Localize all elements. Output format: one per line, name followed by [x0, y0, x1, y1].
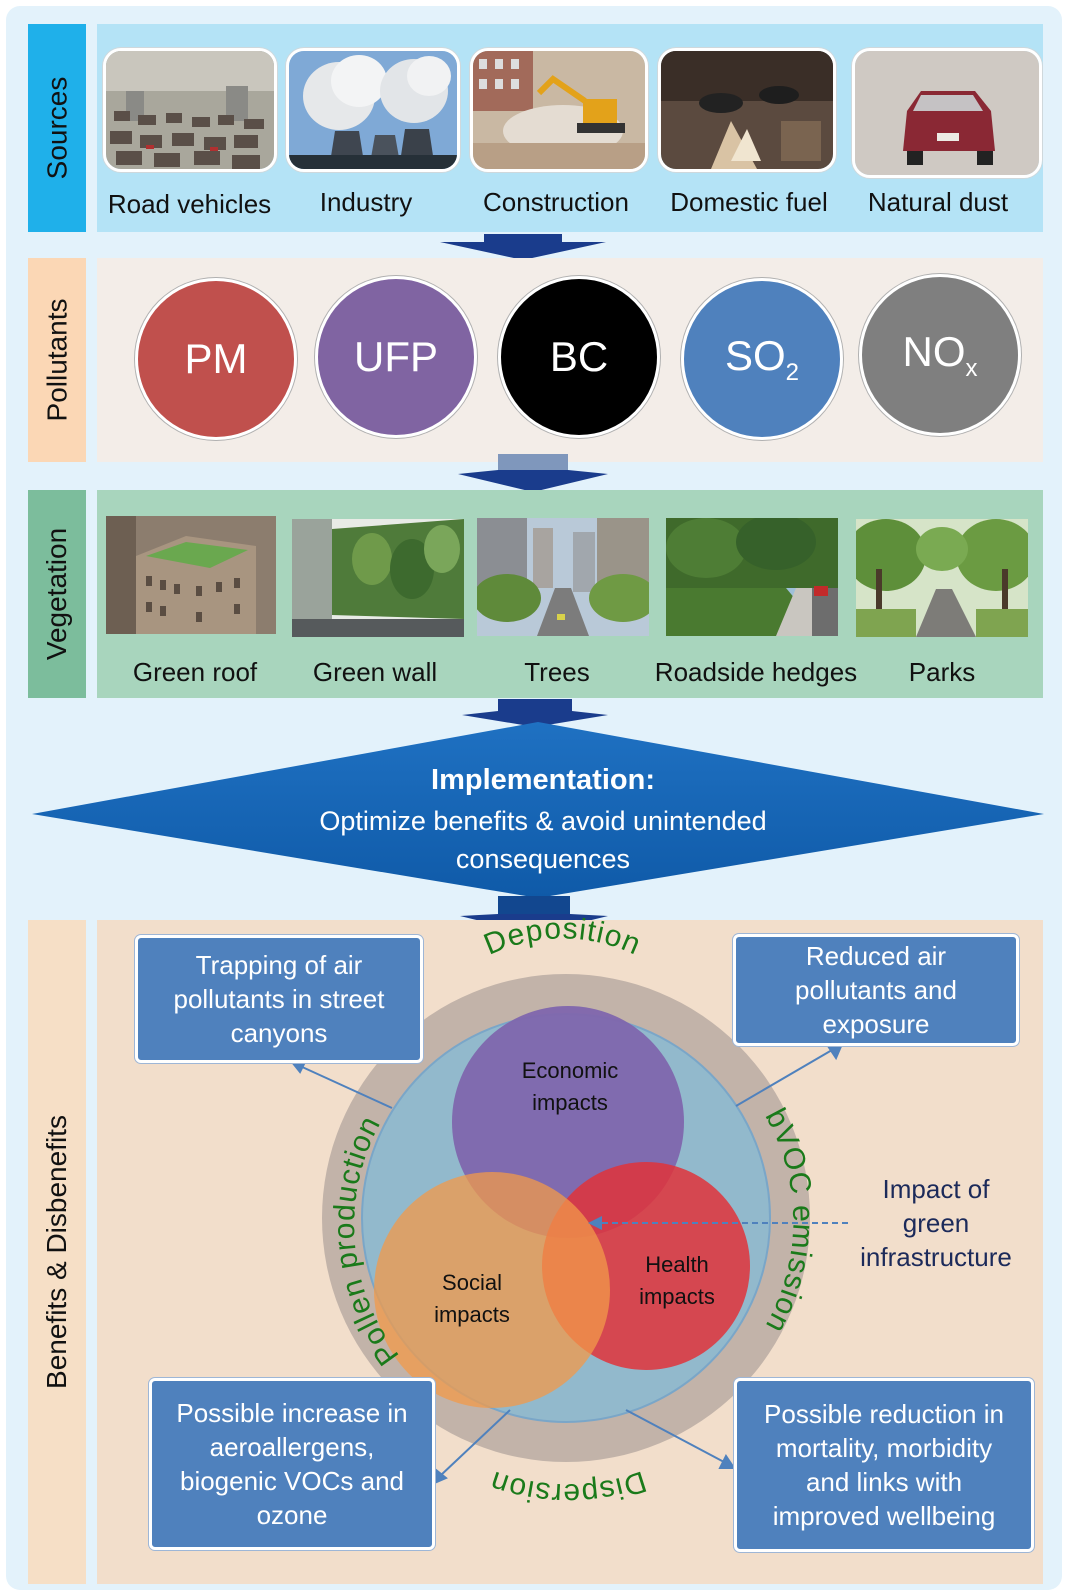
implementation-title: Implementation:	[431, 764, 655, 796]
pollutants-tab: Pollutants	[28, 258, 86, 462]
construction-photo	[470, 48, 648, 172]
source-label-natural-dust: Natural dust	[867, 187, 1009, 217]
down-arrow-sources-to-pollutants	[440, 234, 606, 260]
venn-label-social-2: impacts	[434, 1302, 510, 1327]
impact-note-line-2: green	[902, 1208, 970, 1238]
down-arrow-pollutants-to-vegetation	[458, 454, 608, 492]
roadside-hedges-photo	[666, 518, 838, 636]
sources-tab: Sources	[28, 24, 86, 232]
pollutant-so2: SO2	[681, 278, 843, 440]
green-wall-photo	[292, 519, 464, 637]
arrow-to-increase	[439, 1409, 511, 1477]
arrow-to-reduced	[735, 1049, 833, 1107]
social-circle	[374, 1172, 610, 1408]
pollutant-bc: BC	[498, 276, 660, 438]
vegetation-tab: Vegetation	[28, 490, 86, 698]
source-label-industry: Industry	[319, 187, 413, 217]
box-increase-line-4: ozone	[256, 1500, 328, 1530]
arrow-head-reduction	[718, 1454, 736, 1469]
venn-label-health-2: impacts	[639, 1284, 715, 1309]
road-vehicles-photo	[103, 48, 277, 172]
box-reduced-pollutants: Reduced air pollutants and exposure	[733, 934, 1019, 1046]
ring-label-deposition: Deposition	[479, 912, 646, 961]
pollutant-so2-label: SO2	[724, 331, 800, 386]
pollutant-bc-label: BC	[549, 333, 609, 380]
vegetation-label-green-roof: Green roof	[132, 657, 258, 687]
box-trapping-line-1: Trapping of air	[195, 950, 363, 980]
industry-photo	[286, 48, 460, 172]
venn-label-social-1: Social	[442, 1270, 502, 1295]
domestic-fuel-photo	[658, 48, 836, 172]
impact-note-line-1: Impact of	[882, 1174, 990, 1204]
box-reduction-line-2: mortality, morbidity	[775, 1433, 993, 1463]
green-roof-photo	[106, 516, 276, 634]
box-increase-line-2: aeroallergens,	[209, 1432, 375, 1462]
arrow-to-trapping	[299, 1065, 393, 1109]
vegetation-label-green-wall: Green wall	[312, 657, 438, 687]
box-trapping-line-3: canyons	[230, 1018, 328, 1048]
venn-label-economic-2: impacts	[532, 1090, 608, 1115]
pollutant-pm-label: PM	[184, 335, 248, 382]
implementation-diamond	[32, 722, 1044, 898]
vegetation-label-parks: Parks	[908, 657, 976, 687]
vegetation-label-trees: Trees	[524, 657, 590, 687]
box-increase-line-3: biogenic VOCs and	[179, 1466, 405, 1496]
source-label-road-vehicles: Road vehicles	[107, 189, 272, 219]
pollutant-pm: PM	[135, 278, 297, 440]
down-arrow-vegetation-to-implementation	[462, 699, 608, 727]
box-reduction-line-1: Possible reduction in	[764, 1399, 1004, 1429]
vegetation-label-roadside-hedges: Roadside hedges	[654, 657, 858, 687]
impact-pointer-head	[588, 1216, 602, 1230]
box-trapping-pollutants: Trapping of air pollutants in street can…	[135, 935, 423, 1063]
parks-photo	[856, 519, 1028, 637]
box-reduced-line-3: exposure	[822, 1009, 930, 1039]
box-reduction-line-4: improved wellbeing	[772, 1501, 996, 1531]
natural-dust-photo	[852, 48, 1042, 178]
box-reduced-line-2: pollutants and	[795, 975, 957, 1005]
pollutant-ufp: UFP	[315, 276, 477, 438]
box-possible-increase: Possible increase in aeroallergens, biog…	[149, 1378, 435, 1550]
implementation-line-1: Optimize benefits & avoid unintended	[319, 806, 767, 836]
ring-label-dispersion: Dispersion	[485, 1464, 650, 1510]
box-trapping-line-2: pollutants in street	[173, 984, 385, 1014]
box-reduced-line-1: Reduced air	[805, 941, 947, 971]
pollutant-ufp-label: UFP	[354, 333, 438, 380]
source-label-construction: Construction	[483, 187, 629, 217]
pollutant-nox-label: NOx	[902, 327, 978, 382]
pollutant-nox: NOx	[859, 274, 1021, 436]
venn-label-economic-1: Economic	[522, 1058, 619, 1083]
trees-photo	[477, 518, 649, 636]
implementation-line-2: consequences	[455, 844, 631, 874]
box-increase-line-1: Possible increase in	[176, 1398, 408, 1428]
impact-note-line-3: infrastructure	[860, 1242, 1012, 1272]
source-label-domestic-fuel: Domestic fuel	[670, 187, 828, 217]
box-possible-reduction: Possible reduction in mortality, morbidi…	[734, 1378, 1034, 1552]
benefits-tab: Benefits & Disbenefits	[28, 920, 86, 1584]
arrow-to-reduction	[625, 1409, 725, 1463]
box-reduction-line-3: and links with	[805, 1467, 963, 1497]
venn-label-health-1: Health	[645, 1252, 709, 1277]
